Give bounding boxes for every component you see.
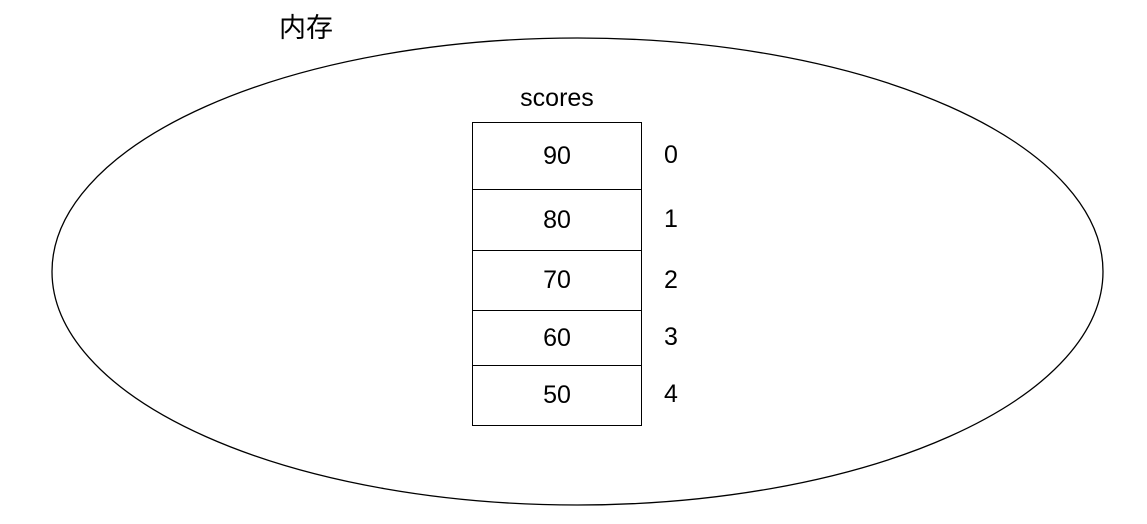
array-cell: 80 bbox=[473, 190, 641, 251]
array-table: 90 80 70 60 50 bbox=[472, 122, 642, 426]
array-index-label: 2 bbox=[664, 265, 678, 294]
array-index-label: 1 bbox=[664, 205, 678, 233]
array-cell-value: 70 bbox=[543, 266, 571, 294]
array-index-label: 0 bbox=[664, 141, 678, 169]
array-cell: 60 bbox=[473, 311, 641, 366]
array-index-label: 3 bbox=[664, 323, 678, 351]
array-index-column: 0 1 2 3 4 bbox=[648, 122, 708, 424]
array-cell-value: 80 bbox=[543, 205, 571, 234]
array-cell: 90 bbox=[473, 123, 641, 190]
array-cell-value: 90 bbox=[543, 141, 571, 170]
array-index-label: 4 bbox=[664, 380, 678, 408]
array-cell: 70 bbox=[473, 251, 641, 311]
array-cell: 50 bbox=[473, 366, 641, 425]
array-cell-value: 50 bbox=[543, 381, 571, 409]
array-cell-value: 60 bbox=[543, 323, 571, 352]
memory-label: 内存 bbox=[279, 13, 333, 43]
array-name-label: scores bbox=[520, 84, 594, 112]
